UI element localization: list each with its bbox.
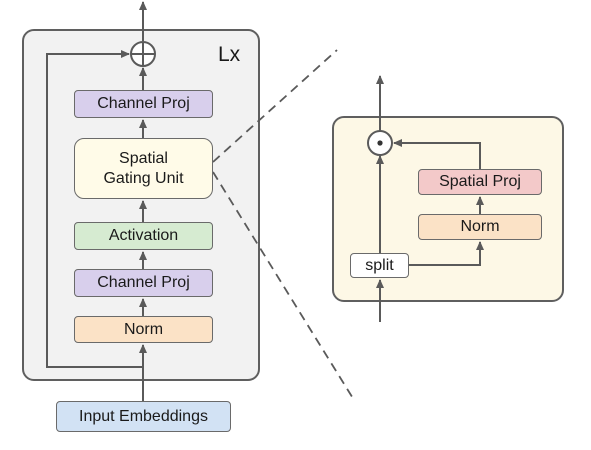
residual-add-icon: [130, 41, 156, 67]
sgu-label-line2: Gating Unit: [103, 169, 184, 187]
input-embeddings-label: Input Embeddings: [79, 407, 208, 425]
norm-label: Norm: [123, 320, 164, 338]
arrow-spatial-proj-to-multiply: [393, 139, 481, 169]
split-label: split: [365, 256, 394, 274]
residual-connection: [46, 50, 143, 368]
channel-proj-top-label: Channel Proj: [97, 95, 190, 112]
repeat-label: Lx: [218, 43, 241, 66]
gating-multiply-icon: [367, 130, 393, 156]
zoom-line-bottom: [212, 171, 355, 401]
spatial-gating-unit-box: Spatial Gating Unit: [74, 138, 213, 199]
zoom-line-top: [212, 49, 338, 163]
input-embeddings-box: Input Embeddings: [56, 401, 231, 432]
arrow-split-to-norm: [409, 241, 484, 266]
norm-box: Norm: [74, 316, 213, 343]
sgu-norm-label: Norm: [460, 218, 500, 235]
sgu-norm-box: Norm: [418, 214, 542, 240]
channel-proj-bottom-box: Channel Proj: [74, 269, 213, 297]
activation-label: Activation: [108, 227, 179, 244]
spatial-proj-label: Spatial Proj: [439, 173, 521, 190]
split-box: split: [350, 253, 409, 278]
spatial-proj-box: Spatial Proj: [418, 169, 542, 195]
channel-proj-top-box: Channel Proj: [74, 90, 213, 118]
activation-box: Activation: [74, 222, 213, 250]
channel-proj-bottom-label: Channel Proj: [97, 274, 190, 291]
sgu-label-line1: Spatial: [119, 149, 168, 167]
